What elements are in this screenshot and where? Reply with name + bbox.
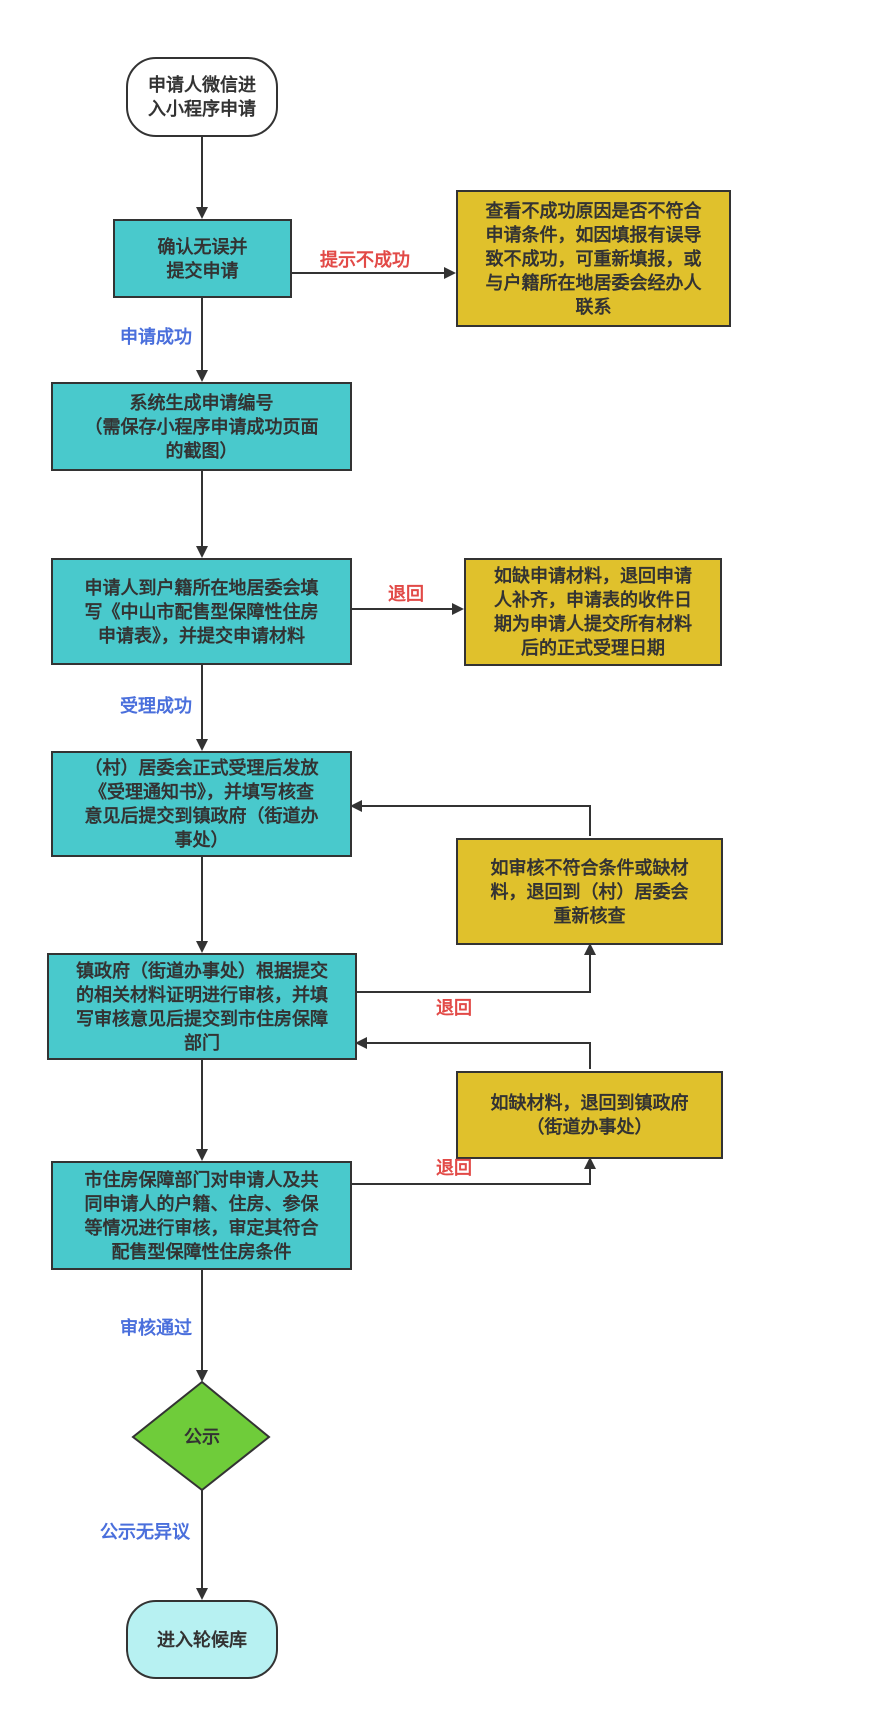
edge-city-town-return [352,1157,596,1185]
town-review-node: 镇政府（街道办事处）根据提交 的相关材料证明进行审核，并填 写审核意见后提交到市… [47,953,357,1060]
submit-form-node: 申请人到户籍所在地居委会填 写《中山市配售型保障性住房 申请表》，并提交申请材料 [51,558,352,665]
generate-number-text: 系统生成申请编号 （需保存小程序申请成功页面 的截图） [84,392,319,461]
town-review-text: 镇政府（街道办事处）根据提交 的相关材料证明进行审核，并填 写审核意见后提交到市… [76,960,328,1053]
label-prompt-fail: 提示不成功 [320,250,410,270]
label-apply-success: 申请成功 [120,327,192,347]
confirm-submit-node: 确认无误并 提交申请 [113,219,292,298]
committee-accept-node: （村）居委会正式受理后发放 《受理通知书》，并填写核查 意见后提交到镇政府（街道… [51,751,352,857]
submit-form-text: 申请人到户籍所在地居委会填 写《中山市配售型保障性住房 申请表》，并提交申请材料 [84,577,319,646]
label-accept-success: 受理成功 [120,696,192,716]
end-node: 进入轮候库 [126,1600,278,1679]
town-return-text: 如缺材料，退回到镇政府 （街道办事处） [490,1093,689,1137]
city-review-text: 市住房保障部门对申请人及共 同申请人的户籍、住房、参保 等情况进行审核，审定其符… [84,1169,319,1262]
fail-reason-note: 查看不成功原因是否不符合 申请条件，如因填报有误导 致不成功，可重新填报，或 与… [456,190,731,327]
start-node: 申请人微信进 入小程序申请 [126,57,278,137]
label-no-objection: 公示无异议 [100,1522,190,1542]
committee-return-text: 如审核不符合条件或缺材 料，退回到（村）居委会 重新核查 [490,857,689,926]
committee-accept-text: （村）居委会正式受理后发放 《受理通知书》，并填写核查 意见后提交到镇政府（街道… [84,758,319,850]
generate-number-node: 系统生成申请编号 （需保存小程序申请成功页面 的截图） [51,382,352,471]
label-review-pass: 审核通过 [120,1318,192,1338]
city-review-node: 市住房保障部门对申请人及共 同申请人的户籍、住房、参保 等情况进行审核，审定其符… [51,1161,352,1270]
label-return-1: 退回 [388,584,424,604]
start-node-text: 申请人微信进 入小程序申请 [148,75,256,119]
missing-materials-text: 如缺申请材料，退回申请 人补齐，申请表的收件日 期为申请人提交所有材料 后的正式… [494,566,692,658]
label-return-3: 退回 [436,1158,472,1178]
town-return-note: 如缺材料，退回到镇政府 （街道办事处） [456,1071,723,1159]
edge-town-return-back [355,1037,591,1069]
missing-materials-note: 如缺申请材料，退回申请 人补齐，申请表的收件日 期为申请人提交所有材料 后的正式… [464,558,722,666]
fail-reason-text: 查看不成功原因是否不符合 申请条件，如因填报有误导 致不成功，可重新填报，或 与… [485,200,702,317]
committee-return-note: 如审核不符合条件或缺材 料，退回到（村）居委会 重新核查 [456,838,723,945]
publicity-label: 公示 [184,1427,220,1447]
label-return-2: 退回 [436,998,472,1018]
confirm-submit-text: 确认无误并 提交申请 [157,236,248,281]
publicity-diamond [131,1380,271,1492]
edge-town-committee-return [357,943,596,993]
edge-committee-return-back [350,800,591,836]
end-node-text: 进入轮候库 [157,1629,247,1650]
